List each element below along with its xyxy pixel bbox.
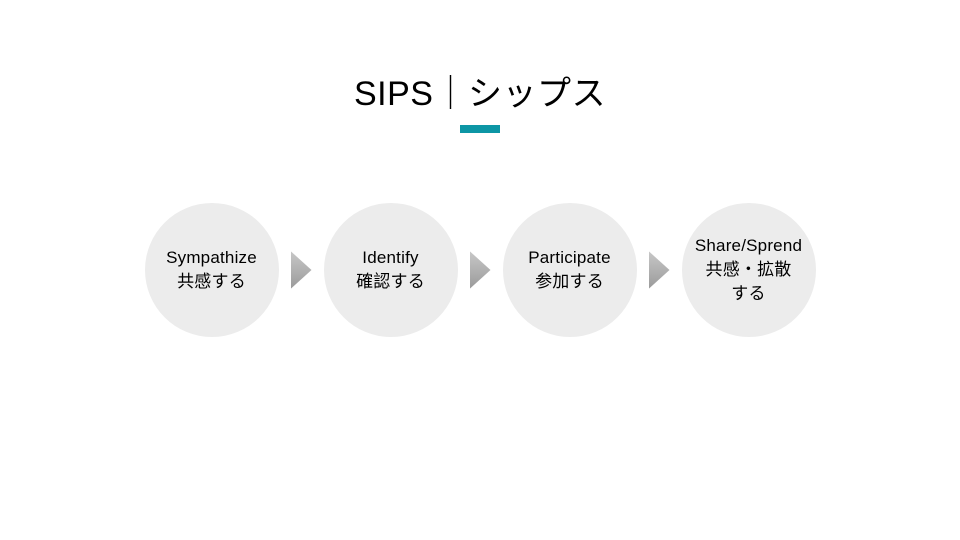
step-ja-label: 共感・拡散 する <box>705 260 792 303</box>
step-ja-label: 確認する <box>356 272 425 291</box>
step-circle: Participate 参加する <box>502 203 637 337</box>
step-circle: Identify 確認する <box>323 203 458 337</box>
step-en-label: Sympathize <box>166 248 257 267</box>
step-circle: Share/Sprend 共感・拡散 する <box>681 203 816 337</box>
step-ja-label: 参加する <box>535 272 604 291</box>
step-en-label: Share/Sprend <box>694 236 803 255</box>
step-ja-label: 共感する <box>177 272 246 291</box>
step-en-label: Participate <box>528 248 611 267</box>
title-block: SIPS｜シップス <box>0 76 960 133</box>
arrow-right-icon <box>290 251 312 289</box>
title-underline <box>460 125 500 133</box>
step-circle: Sympathize 共感する <box>144 203 279 337</box>
flow-diagram: Sympathize 共感する Identify 確認する Participat… <box>0 203 960 337</box>
arrow-right-icon <box>648 251 670 289</box>
page-title: SIPS｜シップス <box>354 75 606 113</box>
step-en-label: Identify <box>362 248 419 267</box>
arrow-right-icon <box>469 251 491 289</box>
